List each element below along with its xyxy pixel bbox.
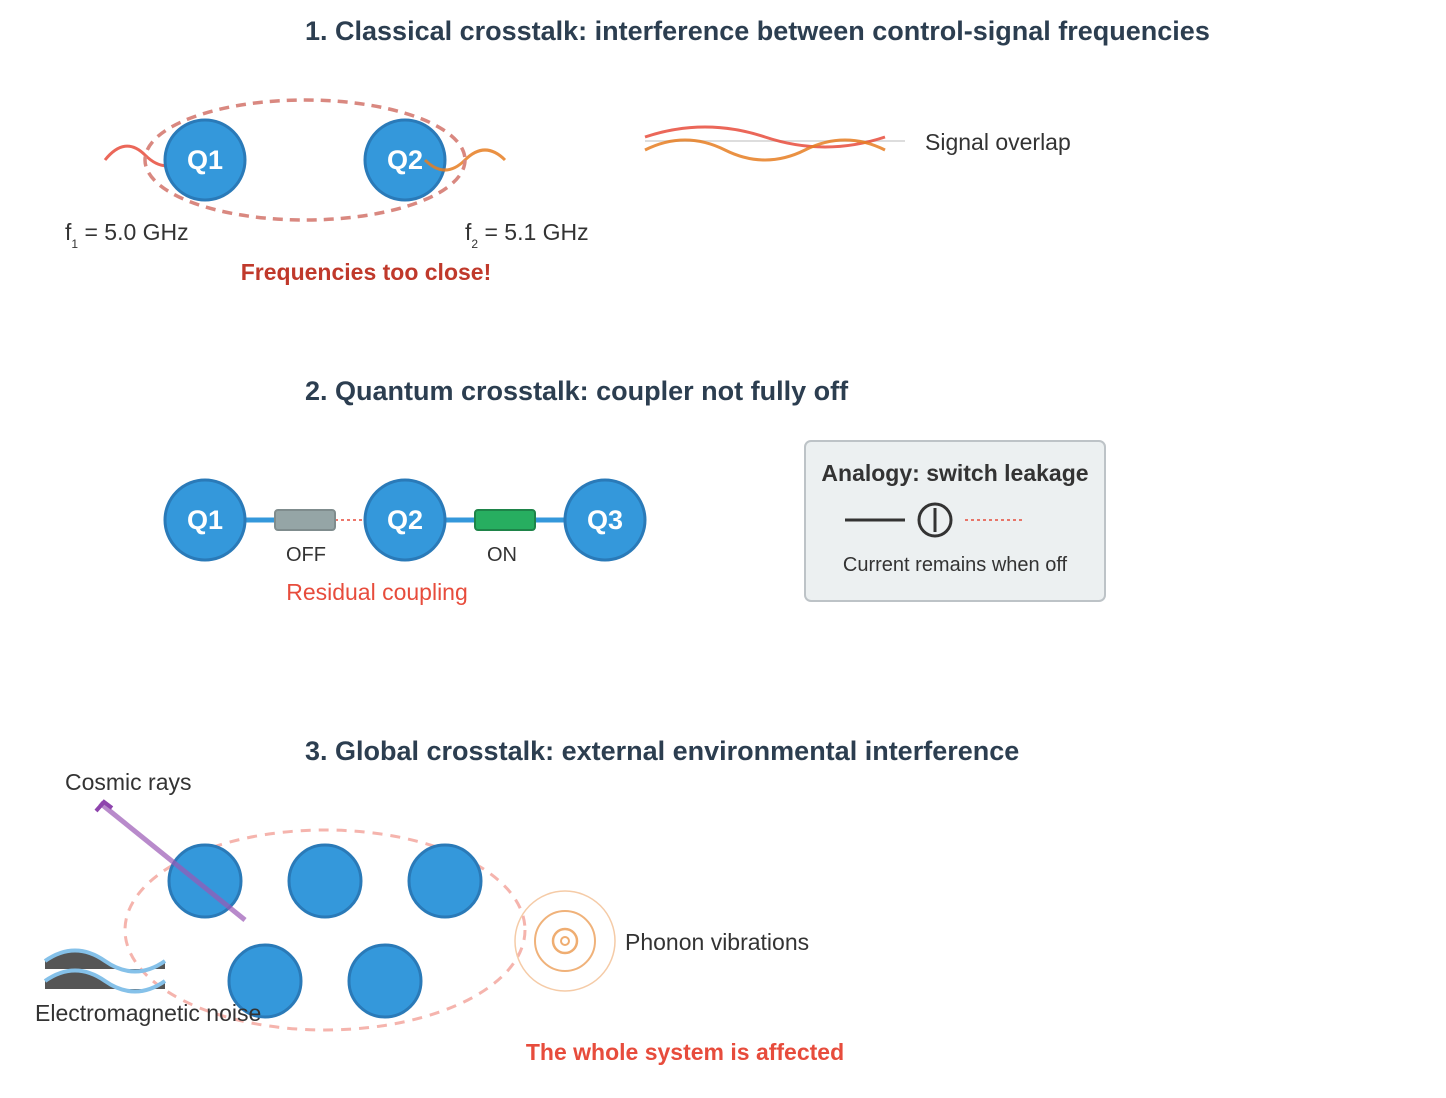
residual-coupling-label: Residual coupling: [286, 579, 468, 605]
cosmic-ray-icon: [94, 799, 247, 922]
coupler-on: [474, 509, 536, 531]
power-switch-icon: [917, 502, 953, 538]
f1-label: f1 = 5.0 GHz: [65, 219, 189, 251]
system-ellipse: [123, 828, 527, 1032]
coupler-off-label: OFF: [286, 544, 326, 566]
cosmic-rays-label: Cosmic rays: [65, 769, 192, 795]
em-noise-label: Electromagnetic noise: [35, 1000, 261, 1026]
interference-ellipse: [143, 98, 467, 222]
frequency-warning: Frequencies too close!: [241, 259, 492, 285]
section2-title: 2. Quantum crosstalk: coupler not fully …: [305, 376, 849, 406]
legend-wave-red: [644, 125, 886, 149]
qubit-q1: Q1: [163, 118, 247, 202]
svg-text:Q2: Q2: [387, 505, 423, 535]
section1-title: 1. Classical crosstalk: interference bet…: [305, 16, 1210, 46]
coupler-on-label: ON: [487, 544, 517, 566]
system-affected-label: The whole system is affected: [526, 1039, 844, 1065]
section3-title: 3. Global crosstalk: external environmen…: [305, 736, 1019, 766]
qubit-q3: Q3: [563, 478, 647, 562]
analogy-title: Analogy: switch leakage: [821, 460, 1088, 486]
analogy-caption: Current remains when off: [843, 554, 1068, 576]
qubit-q2: Q2: [363, 118, 447, 202]
phonon-label: Phonon vibrations: [625, 929, 809, 955]
qubit-q1: Q1: [163, 478, 247, 562]
analogy-box: Analogy: switch leakage Current remains …: [804, 440, 1106, 602]
svg-text:Q1: Q1: [187, 505, 223, 535]
svg-text:Q2: Q2: [387, 145, 423, 175]
svg-text:Q1: Q1: [187, 145, 223, 175]
qubit-array: [167, 843, 483, 1019]
qubit-q2: Q2: [363, 478, 447, 562]
f2-label: f2 = 5.1 GHz: [465, 219, 589, 251]
signal-overlap-label: Signal overlap: [925, 129, 1071, 155]
coupler-off: [274, 509, 336, 531]
em-noise-icon: [43, 948, 167, 994]
phonon-icon: [514, 890, 616, 992]
svg-text:Q3: Q3: [587, 505, 623, 535]
legend-wave-orange: [644, 138, 886, 162]
